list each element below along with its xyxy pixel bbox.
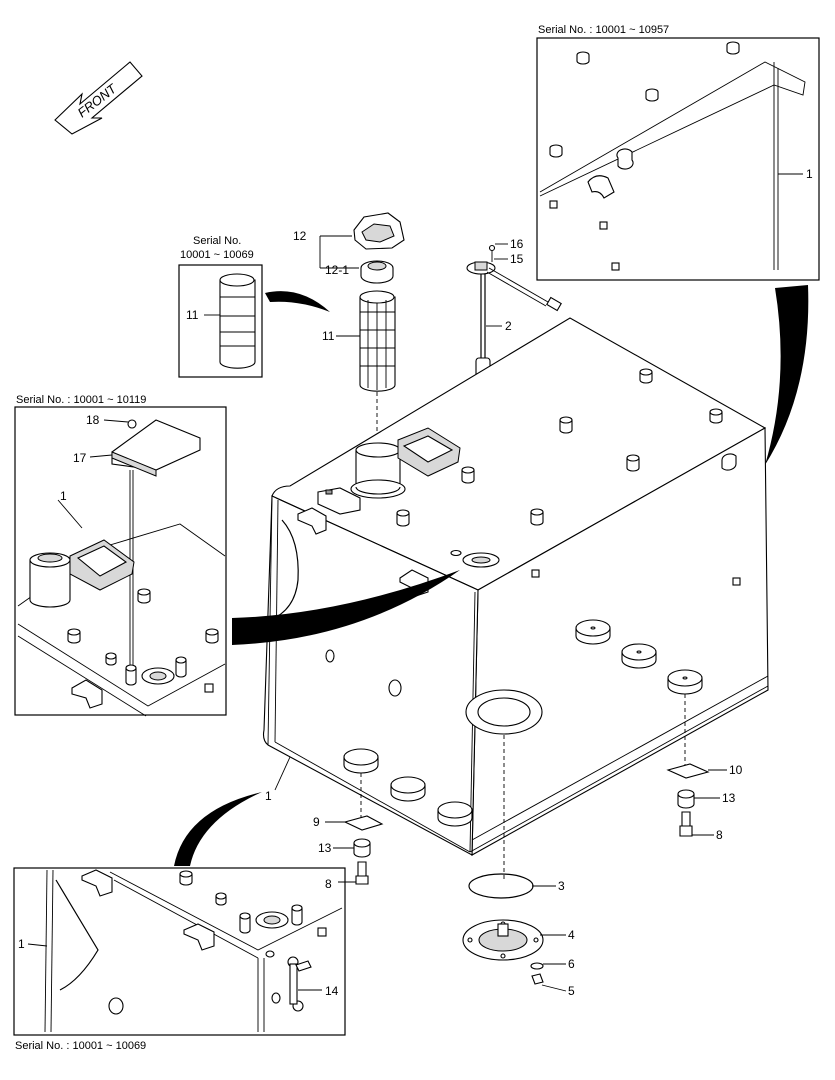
callout-18: 18 xyxy=(86,413,100,427)
callout-9: 9 xyxy=(313,815,320,829)
front-arrow-icon: FRONT xyxy=(54,61,143,135)
callout-1-top-right: 1 xyxy=(806,167,813,181)
callout-3: 3 xyxy=(558,879,565,893)
callout-10: 10 xyxy=(729,763,743,777)
inset-small-filter: Serial No. 10001 ~ 10069 11 xyxy=(178,235,263,378)
callout-2: 2 xyxy=(505,319,512,333)
callout-8-left: 8 xyxy=(325,877,332,891)
callout-4: 4 xyxy=(568,928,575,942)
callout-1-left-mid: 1 xyxy=(60,489,67,503)
callout-14: 14 xyxy=(325,984,339,998)
callout-8-right: 8 xyxy=(716,828,723,842)
inset-top-right: Serial No. : 10001 ~ 10957 1 xyxy=(536,24,820,281)
detail-connector-swoosh-top-right xyxy=(765,285,809,465)
left-mount-fasteners: 9 13 8 xyxy=(313,815,384,891)
filler-cap-assembly: 12 12-1 11 xyxy=(293,212,405,445)
drain-cover-assembly: 3 4 6 5 xyxy=(462,873,575,998)
inset-left-mid: Serial No. : 10001 ~ 10119 17 18 1 xyxy=(14,394,227,717)
callout-13-left: 13 xyxy=(318,841,332,855)
callout-12: 12 xyxy=(293,229,307,243)
inset-top-right-caption: Serial No. : 10001 ~ 10957 xyxy=(538,24,669,36)
callout-17: 17 xyxy=(73,451,87,465)
callout-11-inset: 11 xyxy=(186,308,199,322)
inset-small-filter-caption-2: 10001 ~ 10069 xyxy=(180,249,254,261)
callout-13-right: 13 xyxy=(722,791,736,805)
right-mount-fasteners: 10 13 8 xyxy=(666,763,743,842)
inset-bottom-left: Serial No. : 10001 ~ 10069 14 1 xyxy=(13,867,346,1052)
callout-12-1: 12-1 xyxy=(325,263,349,277)
callout-15: 15 xyxy=(510,252,524,266)
inset-left-mid-caption: Serial No. : 10001 ~ 10119 xyxy=(16,394,146,406)
callout-1-main: 1 xyxy=(265,789,272,803)
detail-connector-swoosh-bottom xyxy=(174,792,262,866)
inset-bottom-left-caption: Serial No. : 10001 ~ 10069 xyxy=(15,1040,146,1052)
callout-6: 6 xyxy=(568,957,575,971)
detail-connector-swoosh-left xyxy=(232,570,460,645)
callout-5: 5 xyxy=(568,984,575,998)
callout-16: 16 xyxy=(510,237,524,251)
detail-connector-swoosh-filter xyxy=(265,291,330,312)
inset-small-filter-caption-1: Serial No. xyxy=(193,235,241,247)
callout-1-bottom: 1 xyxy=(18,937,25,951)
callout-11-main: 11 xyxy=(322,329,335,343)
